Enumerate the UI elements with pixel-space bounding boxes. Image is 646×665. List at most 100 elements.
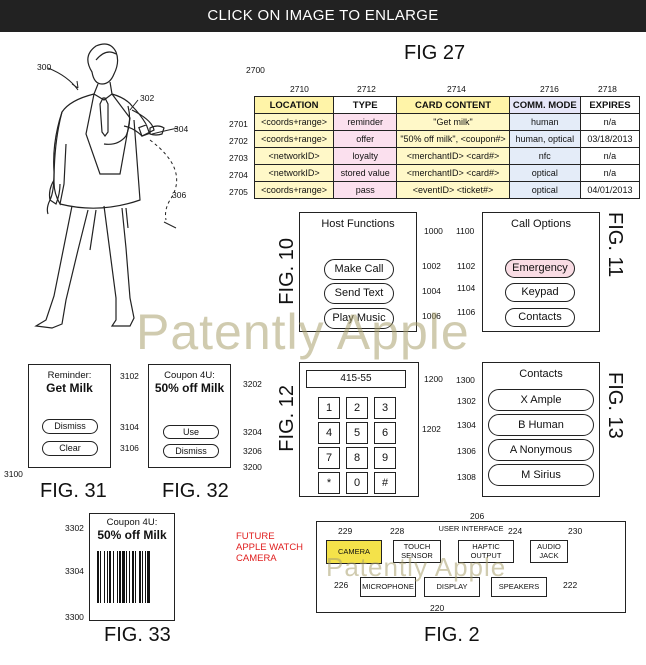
barcode-bar: [109, 551, 111, 603]
ref-302: 302: [140, 93, 155, 103]
keypad-key[interactable]: 3: [374, 397, 396, 419]
cell-card-content: <merchantID> <card#>: [396, 164, 510, 182]
cell-expires: 04/01/2013: [579, 181, 641, 199]
keypad-key[interactable]: 1: [318, 397, 340, 419]
cell-expires: 03/18/2013: [579, 130, 641, 148]
fig10-ref-1004: 1004: [422, 286, 441, 296]
fig27-row: <networkID>loyalty<merchantID> <card#>nf…: [253, 147, 641, 165]
fig10-title: FIG. 10: [276, 238, 298, 305]
fig32-ref-3206: 3206: [243, 446, 262, 456]
fig27-colref-2710: 2710: [290, 84, 309, 94]
dismiss-coupon-button[interactable]: Dismiss: [163, 444, 219, 458]
contact-a-nonymous[interactable]: A Nonymous: [488, 439, 594, 461]
coupon-barcode[interactable]: [96, 551, 166, 603]
fig31-ref-3100: 3100: [4, 469, 23, 479]
fig2-ref-226: 226: [334, 580, 349, 590]
cell-card-content: "Get milk": [396, 113, 510, 131]
send-text-button[interactable]: Send Text: [324, 283, 394, 304]
fig31-heading: Get Milk: [46, 381, 93, 395]
fig33-ref-3304: 3304: [65, 566, 84, 576]
barcode-bar: [97, 551, 99, 603]
play-music-button[interactable]: Play Music: [324, 308, 394, 329]
phone-number-display[interactable]: 415-55: [306, 370, 406, 388]
haptic-output-box: HAPTIC OUTPUT: [458, 540, 514, 563]
fig27-header-row: LOCATION TYPE CARD CONTENT COMM. MODE EX…: [253, 96, 641, 114]
camera-box: CAMERA: [326, 540, 382, 564]
keypad-key[interactable]: 6: [374, 422, 396, 444]
enlarge-banner[interactable]: CLICK ON IMAGE TO ENLARGE: [0, 0, 646, 32]
fig12-title: FIG. 12: [276, 385, 298, 452]
fig10-ref-1002: 1002: [422, 261, 441, 271]
fig27-rowref-2705: 2705: [229, 187, 248, 197]
clear-reminder-button[interactable]: Clear: [42, 441, 98, 456]
keypad-key[interactable]: 7: [318, 447, 340, 469]
barcode-bar: [126, 551, 127, 603]
fig2-ref-228: 228: [390, 526, 405, 536]
audio-jack-box: AUDIO JACK: [530, 540, 568, 563]
fig11-ref-1102: 1102: [457, 261, 476, 271]
keypad-button[interactable]: Keypad: [505, 283, 575, 302]
fig27-colref-2714: 2714: [447, 84, 466, 94]
ref-300: 300: [37, 62, 52, 72]
fig32-screen: Coupon 4U: 50% off Milk: [148, 364, 231, 468]
emergency-button[interactable]: Emergency: [505, 259, 575, 278]
contact-b-human[interactable]: B Human: [488, 414, 594, 436]
fig10-screen-title: Host Functions: [321, 218, 395, 230]
fig31-title: FIG. 31: [40, 480, 107, 502]
fig11-screen-title: Call Options: [511, 218, 571, 230]
enlarge-banner-text: CLICK ON IMAGE TO ENLARGE: [207, 7, 439, 24]
fig2-title: FIG. 2: [424, 624, 480, 646]
barcode-bar: [145, 551, 146, 603]
header-card-content: CARD CONTENT: [396, 96, 510, 114]
fig32-heading: 50% off Milk: [154, 381, 225, 395]
ref-304: 304: [174, 124, 189, 134]
keypad-key[interactable]: 4: [318, 422, 340, 444]
barcode-bar: [117, 551, 118, 603]
contacts-button[interactable]: Contacts: [505, 308, 575, 327]
keypad-key[interactable]: #: [374, 472, 396, 494]
keypad-key[interactable]: 5: [346, 422, 368, 444]
contact-x-ample[interactable]: X Ample: [488, 389, 594, 411]
fig33-subtitle: Coupon 4U:: [106, 517, 158, 528]
fig11-title: FIG. 11: [604, 212, 626, 278]
fig27-rowref-2703: 2703: [229, 153, 248, 163]
make-call-button[interactable]: Make Call: [324, 259, 394, 280]
barcode-bar: [147, 551, 150, 603]
keypad-key[interactable]: 9: [374, 447, 396, 469]
cell-location: <coords+range>: [253, 113, 335, 131]
watermark-large: Patently Apple: [136, 304, 470, 360]
keypad-key[interactable]: 0: [346, 472, 368, 494]
fig2-ref-230: 230: [568, 526, 583, 536]
fig13-ref-1300: 1300: [456, 375, 475, 385]
barcode-bar: [119, 551, 121, 603]
fig27-table: LOCATION TYPE CARD CONTENT COMM. MODE EX…: [253, 96, 641, 199]
cell-card-content: <merchantID> <card#>: [396, 147, 510, 165]
barcode-bar: [142, 551, 143, 603]
barcode-bar: [139, 551, 141, 603]
ref-306: 306: [172, 190, 187, 200]
microphone-box: MICROPHONE: [360, 577, 416, 597]
contact-m-sirius[interactable]: M Sirius: [488, 464, 594, 486]
use-coupon-button[interactable]: Use: [163, 425, 219, 439]
annotation-line-1: FUTURE: [236, 531, 275, 542]
header-type: TYPE: [333, 96, 398, 114]
keypad-key[interactable]: 8: [346, 447, 368, 469]
fig13-title: FIG. 13: [604, 372, 626, 439]
fig2-ref-222: 222: [563, 580, 578, 590]
header-comm-mode: COMM. MODE: [508, 96, 581, 114]
dismiss-reminder-button[interactable]: Dismiss: [42, 419, 98, 434]
cell-comm-mode: human, optical: [508, 130, 581, 148]
watermark-small: Patently Apple: [326, 552, 507, 582]
cell-location: <coords+range>: [253, 130, 335, 148]
cell-card-content: "50% off milk", <coupon#>: [396, 130, 510, 148]
future-camera-annotation: FUTURE APPLE WATCH CAMERA: [236, 531, 303, 564]
fig12-ref-1200: 1200: [424, 374, 443, 384]
fig33-ref-3302: 3302: [65, 523, 84, 533]
fig32-subtitle: Coupon 4U:: [164, 370, 215, 381]
cell-expires: n/a: [579, 113, 641, 131]
keypad-key[interactable]: 2: [346, 397, 368, 419]
display-box: DISPLAY: [424, 577, 480, 597]
cell-type: pass: [333, 181, 398, 199]
keypad-key[interactable]: *: [318, 472, 340, 494]
